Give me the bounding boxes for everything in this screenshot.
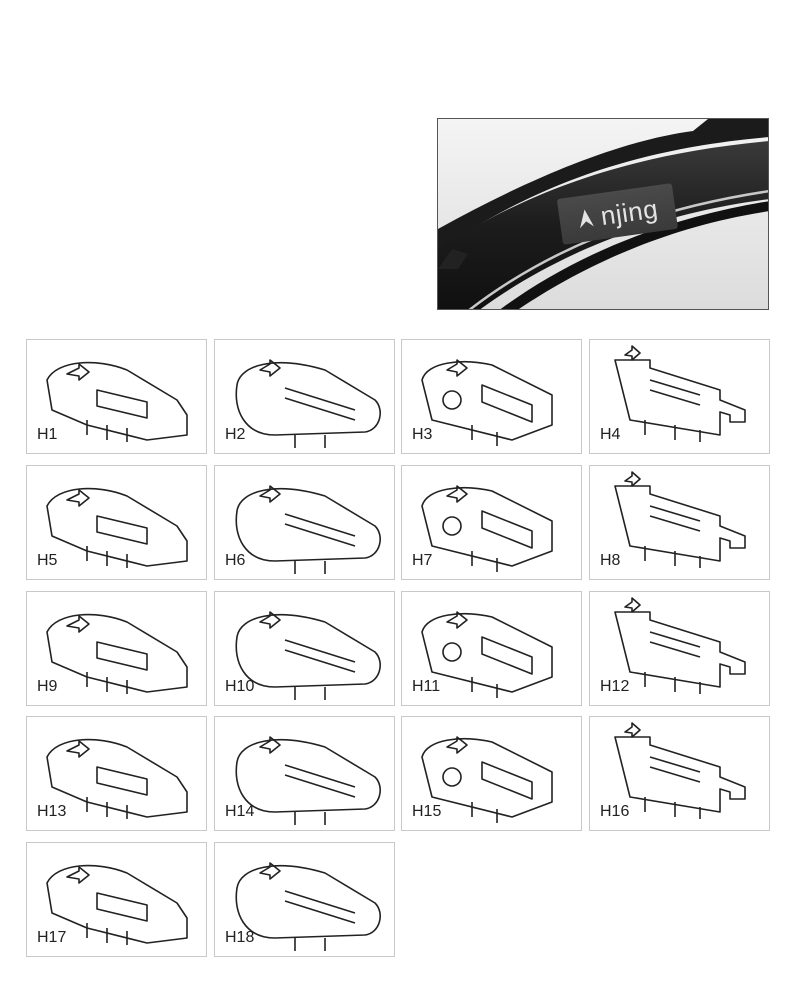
adapter-drawing-h6	[235, 485, 381, 574]
adapter-label: H14	[225, 803, 255, 820]
adapter-drawing-h1	[46, 361, 188, 442]
sail-logo-icon	[580, 209, 595, 229]
adapter-cell-h3: H3	[401, 339, 582, 454]
adapter-cell-h10: H10	[214, 591, 395, 706]
adapter-drawing-h12	[614, 597, 746, 694]
adapter-cell-h13: H13	[26, 716, 207, 831]
adapter-label: H5	[37, 552, 58, 569]
adapter-label: H16	[600, 803, 630, 820]
adapter-drawing-h4	[614, 345, 746, 442]
brand-badge: njing	[556, 183, 679, 245]
adapter-cell-h4: H4	[589, 339, 770, 454]
adapter-drawing-h14	[235, 736, 381, 825]
adapter-drawing-h11	[421, 611, 553, 698]
adapter-cell-h9: H9	[26, 591, 207, 706]
adapter-cell-h11: H11	[401, 591, 582, 706]
brand-name: njing	[598, 192, 660, 231]
adapter-cell-h14: H14	[214, 716, 395, 831]
wiper-blade-photo: njing	[437, 118, 769, 310]
adapter-label: H10	[225, 678, 255, 695]
adapter-cell-h8: H8	[589, 465, 770, 580]
adapter-label: H13	[37, 803, 67, 820]
adapter-drawing-h7	[421, 485, 553, 572]
adapter-label: H2	[225, 426, 246, 443]
adapter-cell-h5: H5	[26, 465, 207, 580]
adapter-drawing-h10	[235, 611, 381, 700]
adapter-label: H12	[600, 678, 630, 695]
adapter-label: H11	[412, 678, 441, 695]
adapter-cell-h17: H17	[26, 842, 207, 957]
adapter-label: H18	[225, 929, 255, 946]
adapter-drawing-h9	[46, 613, 188, 694]
adapter-drawing-h16	[614, 722, 746, 819]
adapter-drawing-h8	[614, 471, 746, 568]
adapter-drawing-h2	[235, 359, 381, 448]
adapter-label: H8	[600, 552, 621, 569]
adapter-cell-h18: H18	[214, 842, 395, 957]
adapter-drawing-h5	[46, 487, 188, 568]
adapter-cell-h15: H15	[401, 716, 582, 831]
adapter-cell-h7: H7	[401, 465, 582, 580]
adapter-drawing-h15	[421, 736, 553, 823]
adapter-cell-h1: H1	[26, 339, 207, 454]
adapter-drawing-h18	[235, 862, 381, 951]
adapter-label: H6	[225, 552, 246, 569]
adapter-label: H3	[412, 426, 433, 443]
adapter-label: H7	[412, 552, 433, 569]
adapter-cell-h12: H12	[589, 591, 770, 706]
adapter-label: H4	[600, 426, 621, 443]
adapter-cell-h2: H2	[214, 339, 395, 454]
adapter-drawing-h17	[46, 864, 188, 945]
adapter-label: H9	[37, 678, 58, 695]
adapter-cell-h6: H6	[214, 465, 395, 580]
adapter-drawing-h3	[421, 359, 553, 446]
adapter-label: H1	[37, 426, 58, 443]
adapter-label: H15	[412, 803, 442, 820]
adapter-drawing-h13	[46, 738, 188, 819]
adapter-label: H17	[37, 929, 67, 946]
adapter-cell-h16: H16	[589, 716, 770, 831]
